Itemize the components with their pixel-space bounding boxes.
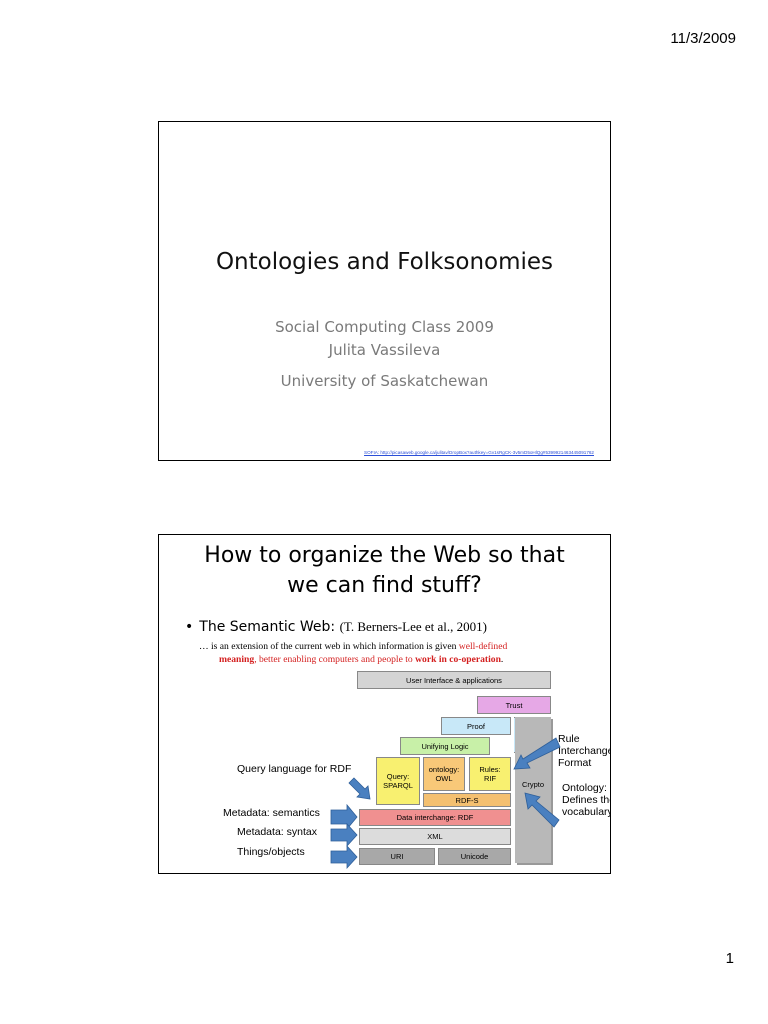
slide1-subtitle-class: Social Computing Class 2009 [275,318,494,336]
layer-query-label: SPARQL [383,781,413,790]
arrow-icon-syntax [330,822,358,848]
annotation-things-objects: Things/objects [237,846,305,858]
slide2-title-line2: we can find stuff? [287,573,482,598]
annotation-metadata-syntax: Metadata: syntax [237,826,317,838]
quote-part: … is an extension of the current web in … [199,641,459,652]
annotation-rule-interchange: Rule Interchange Format [558,733,611,769]
layer-ontology-owl: ontology: OWL [423,757,465,791]
quote-highlight: well-defined [458,641,508,652]
annotation-query-language: Query language for RDF [237,763,352,775]
annotation-metadata-semantics: Metadata: semantics [223,807,320,819]
annotation-arrows [330,737,561,870]
quote-highlight: , better enabling computers and people t… [254,654,416,665]
layer-rules-label: RIF [483,774,497,783]
layer-trust: Trust [477,696,551,714]
layer-unifying-logic: Unifying Logic [400,737,490,755]
annotation-ontology-line: Defines the [562,794,611,806]
layer-ontology-label: OWL [435,774,453,783]
photo-credit-link[interactable]: SOFIA: http://picasaweb.google.ca/julita… [364,450,594,455]
bullet-icon: • [185,619,194,635]
slide1-subtitle-author: Julita Vassileva [328,341,441,359]
slide2-title: How to organize the Web so that we can f… [159,541,610,601]
layer-xml: XML [359,828,511,845]
arrow-icon-ontology [524,792,560,828]
annotation-rule-line: Rule [558,733,580,745]
semantic-web-quote: … is an extension of the current web in … [199,640,604,666]
layer-proof: Proof [441,717,511,735]
slide1-subtitle-university: University of Saskatchewan [280,372,489,390]
slide-semantic-web: How to organize the Web so that we can f… [158,534,611,874]
bullet-head: The Semantic Web: [199,619,336,635]
slide1-title: Ontologies and Folksonomies [215,249,554,275]
arrow-icon-rule [513,737,561,770]
bullet-semantic-web: • The Semantic Web: (T. Berners-Lee et al… [185,619,487,635]
annotation-ontology-line: Ontology: [562,782,607,794]
annotation-ontology-line: vocabulary [562,806,611,818]
quote-part: . [500,654,504,665]
quote-highlight-bold: meaning [219,654,255,665]
layer-query-label: Query: [386,772,410,781]
annotation-rule-line: Format [558,757,592,769]
layer-rules-label: Rules: [479,765,501,774]
layer-uri: URI [359,848,435,865]
layer-rdfs: RDF-S [423,793,511,807]
slide2-title-line1: How to organize the Web so that [204,543,565,568]
layer-crypto-label: Crypto [521,780,545,789]
slide-title: Ontologies and Folksonomies Social Compu… [158,121,611,461]
bullet-citation: (T. Berners-Lee et al., 2001) [339,619,487,634]
quote-highlight-bold: work in co-operation [415,654,501,665]
layer-ontology-label: ontology: [428,765,460,774]
layer-crypto: Crypto [515,717,551,863]
annotation-ontology: Ontology: Defines the vocabulary [562,782,611,818]
layer-rules-rif: Rules: RIF [469,757,511,791]
layer-user-interface: User Interface & applications [357,671,551,689]
annotation-rule-line: Interchange [558,745,611,757]
arrow-icon-query [348,777,371,800]
arrow-icon-semantics [330,803,358,831]
arrow-icon-things [330,844,358,870]
header-date: 11/3/2009 [670,30,736,47]
layer-unicode: Unicode [438,848,511,865]
page-number: 1 [725,950,734,967]
layer-query-sparql: Query: SPARQL [376,757,420,805]
layer-data-interchange-rdf: Data interchange: RDF [359,809,511,826]
